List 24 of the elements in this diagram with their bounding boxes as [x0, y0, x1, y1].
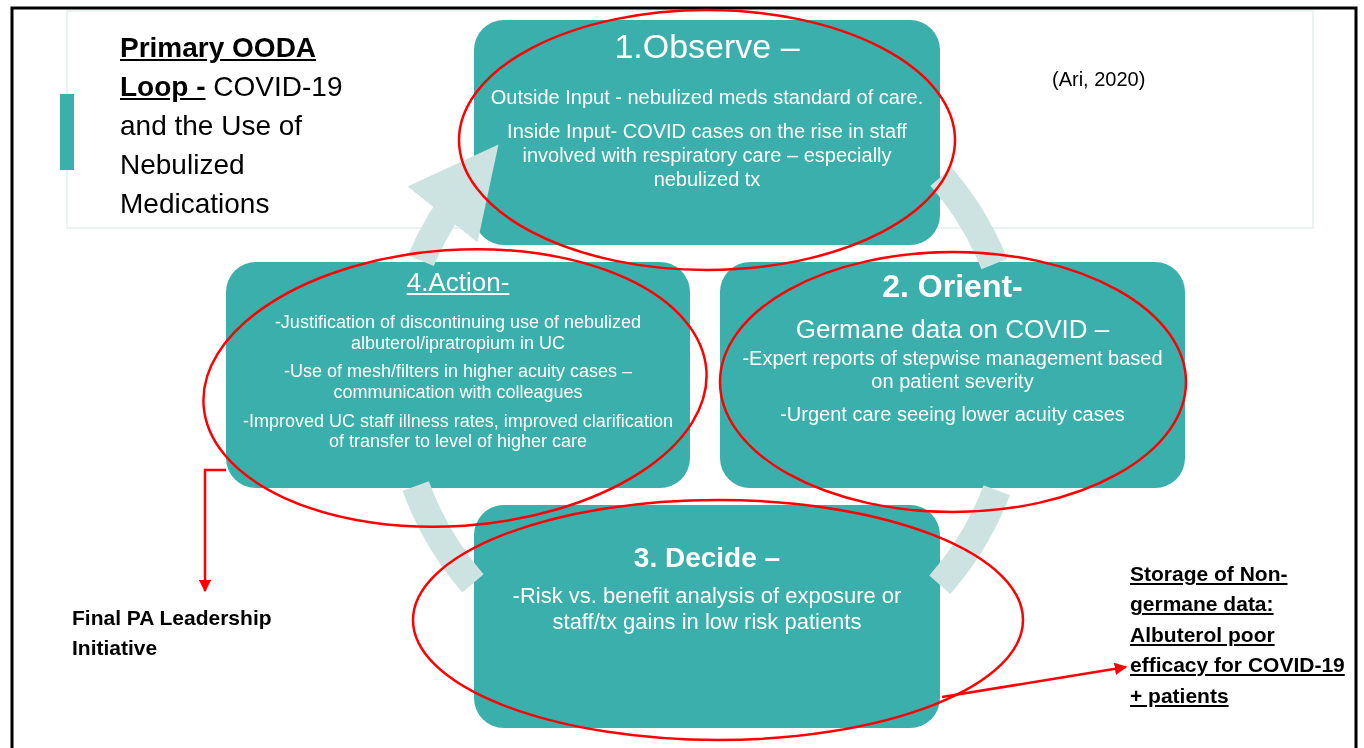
- note-text: Final PA Leadership Initiative: [72, 603, 352, 664]
- box-text: -Use of mesh/filters in higher acuity cases – communication with colleagues: [282, 361, 634, 403]
- box-text: -Risk vs. benefit analysis of exposure or staff/tx gains in low risk patients: [511, 582, 903, 636]
- note-text: Storage of Non-germane data: Albuterol poor efficacy for COVID-19 + patients: [1130, 559, 1358, 712]
- box-text: Inside Input- COVID cases on the rise in staff involved with respiratory care – especially nebulized tx: [506, 118, 908, 191]
- diagram-title: Primary OODA Loop - COVID-19 and the Use of Nebulized Medications: [120, 31, 344, 221]
- box-text: Germane data on COVID –: [795, 314, 1110, 345]
- process-box: [474, 505, 940, 728]
- box-heading: 4.Action-: [406, 268, 510, 298]
- arrow: [198, 468, 226, 593]
- process-box: [226, 262, 690, 488]
- box-text: Outside Input - nebulized meds standard of care.: [490, 84, 924, 109]
- box-text: -Urgent care seeing lower acuity cases: [780, 402, 1125, 426]
- arrow: [941, 662, 1128, 699]
- cycle-arrow: [407, 143, 497, 267]
- box-heading: 3. Decide –: [633, 541, 781, 575]
- box-heading: 1.Observe –: [614, 26, 800, 67]
- box-text: -Expert reports of stepwise management based on patient severity: [741, 346, 1164, 393]
- process-box: [474, 20, 940, 245]
- box-text: -Improved UC staff illness rates, improved clarification of transfer to level of higher care: [242, 410, 674, 452]
- citation-text: (Ari, 2020): [1052, 68, 1146, 91]
- box-text: -Justification of discontinuing use of nebulized albuterol/ipratropium in UC: [273, 311, 643, 354]
- box-heading: 2. Orient-: [882, 268, 1023, 305]
- process-box: [720, 262, 1185, 488]
